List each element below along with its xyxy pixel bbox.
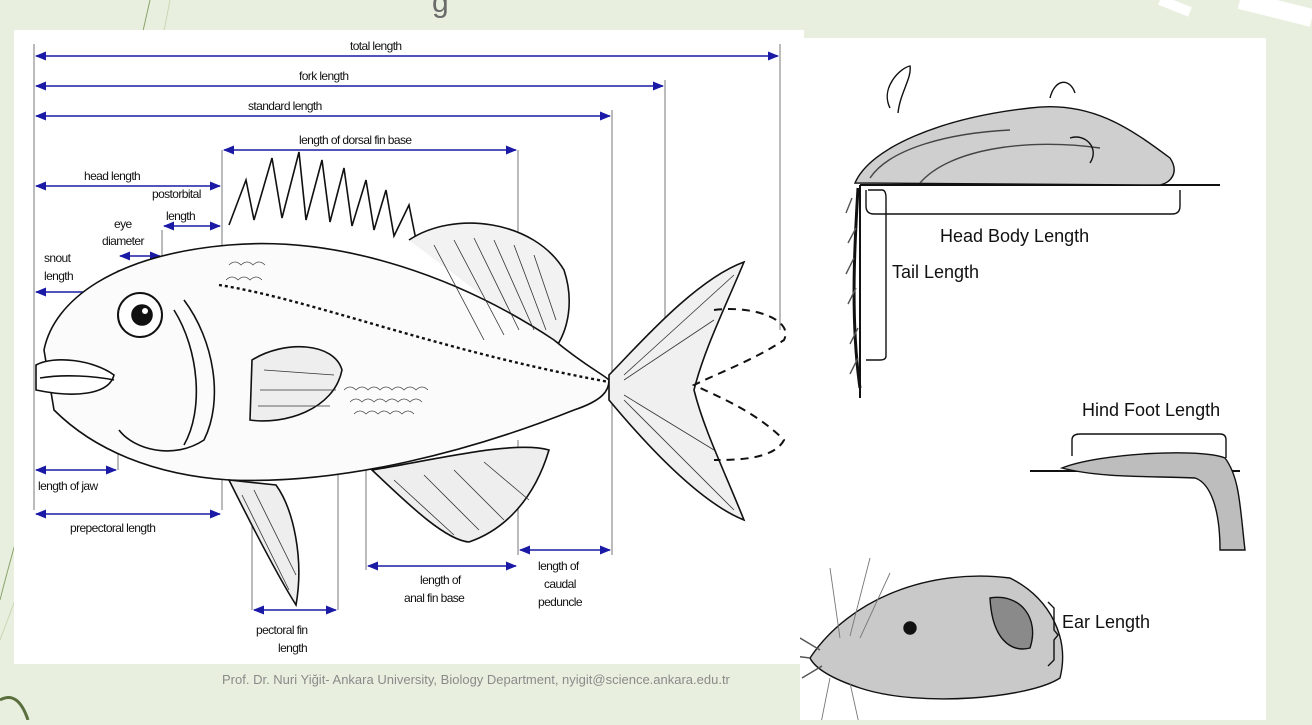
label-pectoral-1: pectoral fin bbox=[256, 623, 308, 637]
label-snout-2: length bbox=[44, 269, 73, 283]
credit-line: Prof. Dr. Nuri Yiğit- Ankara University,… bbox=[222, 672, 730, 687]
mammal-diagram: Head Body Length Tail Length Hind Foot L… bbox=[800, 38, 1266, 720]
label-caudal-1: length of bbox=[538, 559, 580, 573]
label-tail-length: Tail Length bbox=[892, 262, 979, 282]
label-head-length: head length bbox=[84, 169, 140, 183]
mammal-illustration bbox=[800, 66, 1245, 720]
label-anal-2: anal fin base bbox=[404, 591, 465, 605]
label-anal-1: length of bbox=[420, 573, 462, 587]
mammal-measurement-panel: Head Body Length Tail Length Hind Foot L… bbox=[800, 38, 1266, 720]
label-dorsal-fin-base: length of dorsal fin base bbox=[299, 133, 412, 147]
label-hind-foot-length: Hind Foot Length bbox=[1082, 400, 1220, 420]
label-eye-1: eye bbox=[114, 217, 132, 231]
label-standard-length: standard length bbox=[248, 99, 322, 113]
label-caudal-3: peduncle bbox=[538, 595, 583, 609]
label-ear-length: Ear Length bbox=[1062, 612, 1150, 632]
label-head-body-length: Head Body Length bbox=[940, 226, 1089, 246]
label-length-of-jaw: length of jaw bbox=[38, 479, 99, 493]
label-snout-1: snout bbox=[44, 251, 72, 265]
slide-title-fragment: g bbox=[432, 0, 449, 20]
label-prepectoral-length: prepectoral length bbox=[70, 521, 155, 535]
label-caudal-2: caudal bbox=[544, 577, 576, 591]
label-eye-2: diameter bbox=[102, 234, 144, 248]
label-pectoral-2: length bbox=[278, 641, 307, 655]
fish-measurement-panel: total length fork length standard length… bbox=[14, 30, 804, 664]
label-postorbital-2: length bbox=[166, 209, 195, 223]
label-fork-length: fork length bbox=[299, 69, 348, 83]
fish-diagram: total length fork length standard length… bbox=[14, 30, 804, 664]
label-postorbital-1: postorbital bbox=[152, 187, 201, 201]
fish-illustration bbox=[36, 152, 786, 605]
label-total-length: total length bbox=[350, 39, 402, 53]
